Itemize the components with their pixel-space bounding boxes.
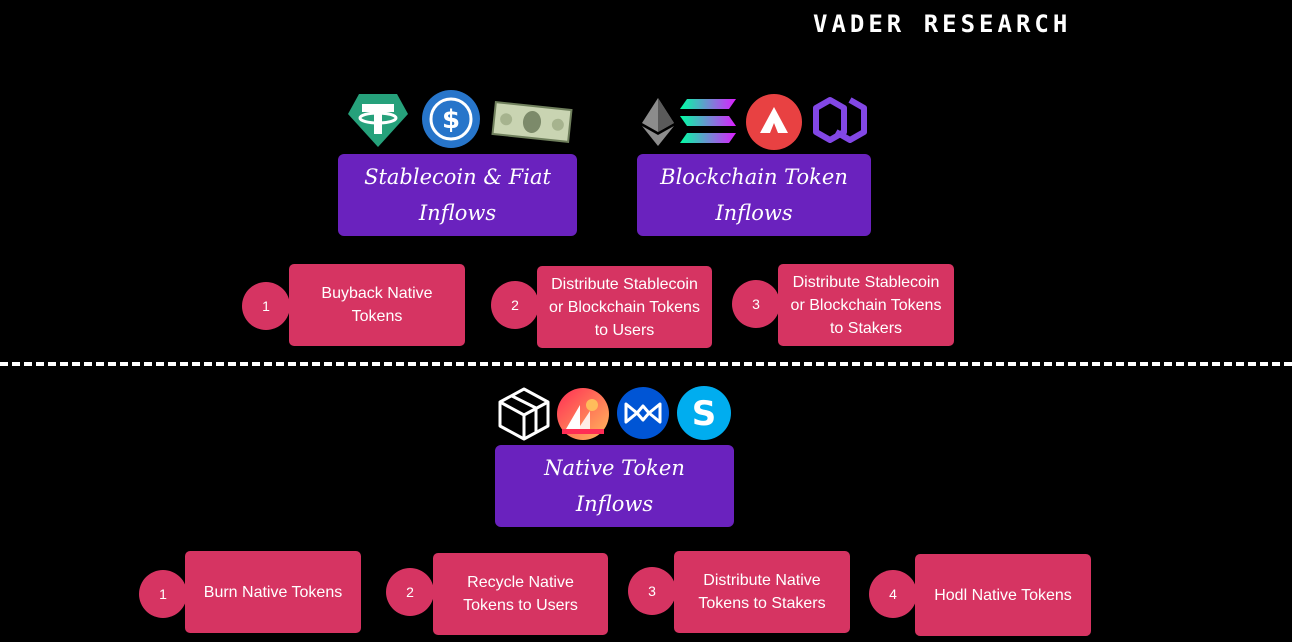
decentraland-icon <box>557 388 609 440</box>
brand-title: VADER RESEARCH <box>813 10 1072 38</box>
step-number-circle: 3 <box>628 567 676 615</box>
recycle-native-tokens-box: Recycle Native Tokens to Users <box>433 553 608 635</box>
ethereum-icon <box>642 98 674 146</box>
avalanche-icon <box>746 94 802 150</box>
sandbox-icon: S <box>677 386 731 440</box>
step-number-circle: 3 <box>732 280 780 328</box>
hodl-native-tokens-box: Hodl Native Tokens <box>915 554 1091 636</box>
stablecoin-fiat-inflows-box: Stablecoin & Fiat Inflows <box>338 154 577 236</box>
blockchain-token-inflows-box: Blockchain Token Inflows <box>637 154 871 236</box>
step-number-circle: 1 <box>139 570 187 618</box>
distribute-to-stakers-box: Distribute Stablecoin or Blockchain Toke… <box>778 264 954 346</box>
solana-icon <box>680 99 736 143</box>
step-number-circle: 4 <box>869 570 917 618</box>
step-number-circle: 2 <box>386 568 434 616</box>
axie-icon <box>617 387 669 439</box>
polygon-icon <box>813 97 867 143</box>
step-number-circle: 2 <box>491 281 539 329</box>
distribute-to-users-box: Distribute Stablecoin or Blockchain Toke… <box>537 266 712 348</box>
step-number-circle: 1 <box>242 282 290 330</box>
distribute-native-to-stakers-box: Distribute Native Tokens to Stakers <box>674 551 850 633</box>
tether-icon <box>348 94 408 147</box>
buyback-native-tokens-box: Buyback Native Tokens <box>289 264 465 346</box>
svg-text:S: S <box>692 394 717 434</box>
svg-text:$: $ <box>442 105 460 135</box>
gala-icon <box>498 387 550 441</box>
section-divider <box>0 362 1292 366</box>
native-token-inflows-box: Native Token Inflows <box>495 445 734 527</box>
burn-native-tokens-box: Burn Native Tokens <box>185 551 361 633</box>
dollar-bill-icon <box>491 101 573 143</box>
usdc-icon: $ <box>422 90 480 148</box>
